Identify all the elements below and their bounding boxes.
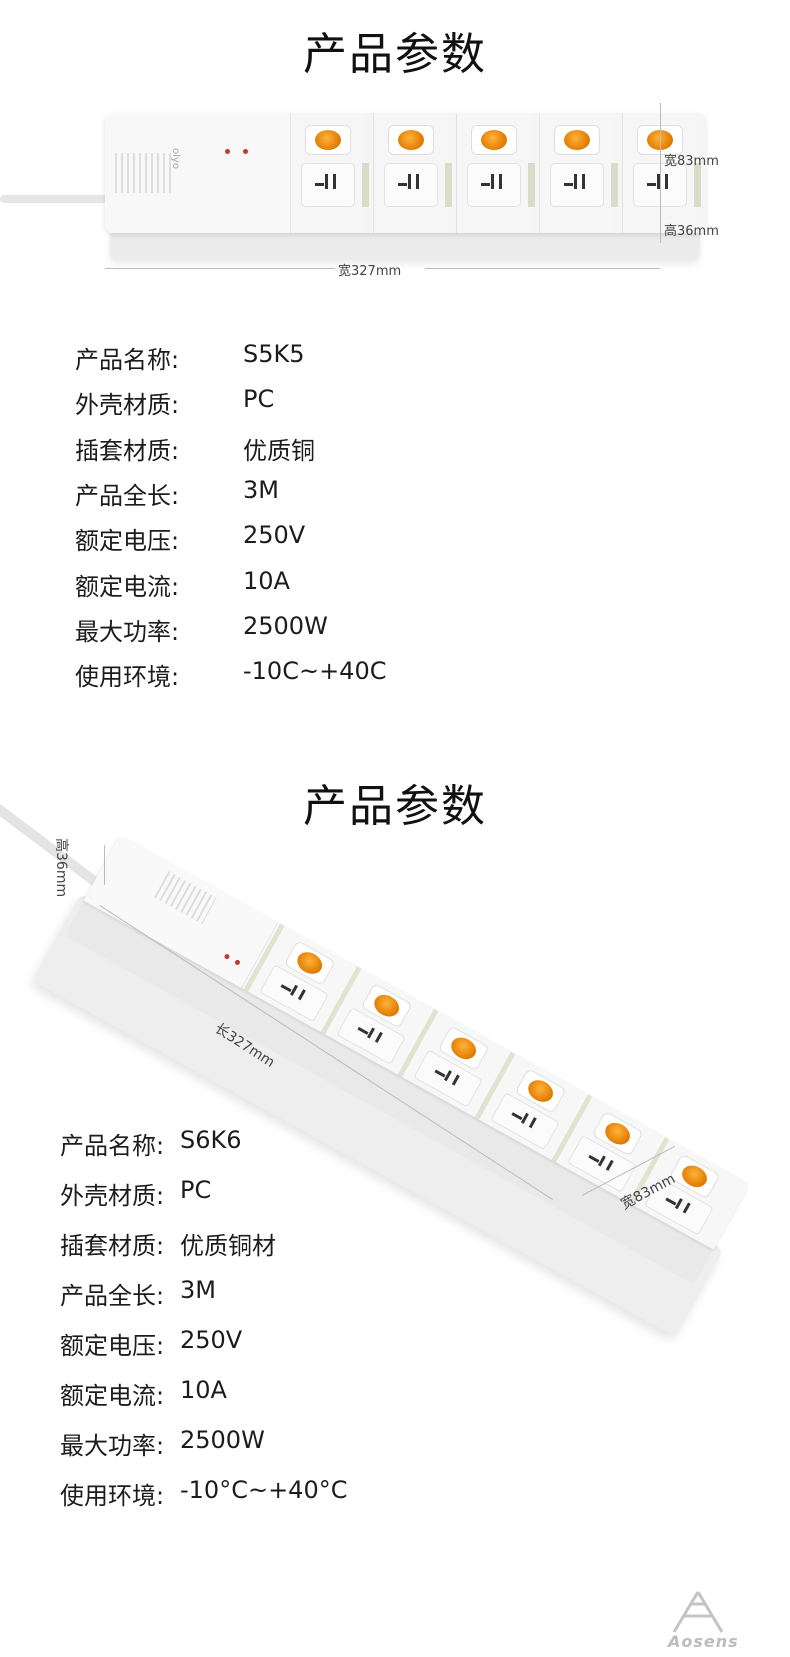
module-band [694,163,701,207]
dim-depth-label: 宽83mm [664,154,719,169]
spec-value: 2500W [243,611,328,640]
spec-label: 产品全长: [60,1282,165,1310]
outlet-module [290,113,369,233]
watermark-icon [672,1591,724,1633]
indicator-light [225,149,230,154]
spec-value: 3M [243,475,279,504]
outlet-module [539,113,618,233]
spec-value: S6K6 [180,1126,242,1154]
section2-title: 产品参数 [303,781,487,832]
spec-label: 使用环境: [60,1482,165,1510]
indicator-light [223,953,231,960]
spec-value: PC [180,1176,212,1204]
spec-value: -10C~+40C [243,657,387,686]
dimension-line [425,268,660,269]
module-band [362,163,369,207]
spec-label: 最大功率: [75,617,180,646]
spec-label: 使用环境: [75,663,180,692]
dim-height-label: 高36mm [664,224,719,239]
spec-value: 10A [243,566,290,595]
dimension-line [104,845,105,885]
dimension-line [105,268,335,269]
spec-value: 2500W [180,1426,265,1454]
spec-label: 外壳材质: [60,1182,165,1210]
socket-outlet [301,163,355,207]
spec-table-2: 产品名称: S6K6 外壳材质: PC 插套材质: 优质铜材产品全长: 3M 额定电压: 250… [60,1126,480,1526]
spec-label: 产品名称: [75,346,180,374]
spec-label: 外壳材质: [75,391,180,420]
spec-label: 额定电压: [75,527,180,556]
power-cord [0,195,120,203]
socket-outlet [384,163,438,207]
strip-head: olyo [105,113,291,233]
module-band [611,163,618,207]
dim-height-label: 高36mm [53,838,69,898]
spec-label: 额定电流: [75,572,180,601]
strip-base [110,230,700,260]
spec-label: 产品名称: [60,1132,165,1160]
rocker-switch [554,125,600,155]
rocker-switch [305,125,351,155]
spec-value: 优质铜 [243,436,315,465]
spec-value: 250V [180,1326,243,1354]
section1-title: 产品参数 [303,29,487,80]
vent-grille [154,871,217,924]
power-strip-body: olyo [105,113,705,233]
product-image-front: olyo 宽83mm 高36mm 宽327mm [0,95,790,305]
outlet-module [373,113,452,233]
spec-label: 额定电流: [60,1382,165,1410]
spec-value: -10°C~+40°C [180,1476,348,1504]
socket-outlet [467,163,521,207]
spec-label: 产品全长: [75,481,180,510]
dimension-line [660,103,661,243]
spec-table-1: 产品名称: S5K5 外壳材质: PC 插套材质: 优质铜产品全长: 3M 额定电压: 250V… [75,340,495,700]
rocker-switch [471,125,517,155]
socket-outlet [550,163,604,207]
vent-grille [115,153,175,193]
spec-label: 插套材质: [75,436,180,465]
module-band [445,163,452,207]
spec-label: 插套材质: [60,1232,165,1260]
outlet-module [456,113,535,233]
dim-width-label: 宽327mm [338,264,402,279]
indicator-light [243,149,248,154]
brand-logo: olyo [169,148,181,169]
module-band [528,163,535,207]
spec-value: 250V [243,521,306,550]
spec-value: 优质铜材 [180,1232,276,1260]
spec-value: S5K5 [243,340,305,368]
spec-value: 3M [180,1276,216,1304]
spec-label: 额定电压: [60,1332,165,1360]
rocker-switch [388,125,434,155]
spec-value: 10A [180,1376,227,1404]
watermark: Aosens [668,1590,758,1655]
watermark-text: Aosens [668,1632,739,1651]
spec-value: PC [243,385,275,414]
indicator-light [234,959,241,966]
spec-label: 最大功率: [60,1432,165,1460]
